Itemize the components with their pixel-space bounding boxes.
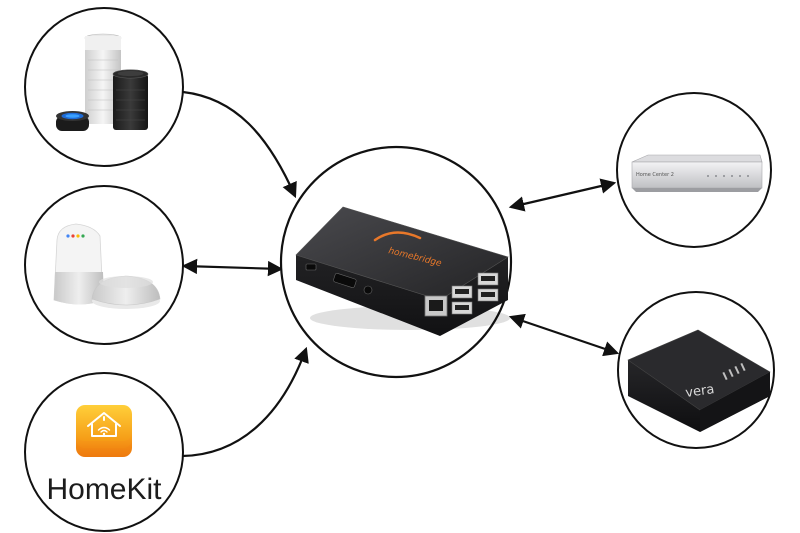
connectors	[181, 90, 620, 458]
homekit-logo	[76, 405, 132, 457]
node-amazon-echo	[24, 7, 184, 167]
google-home-mini	[91, 275, 161, 309]
vera-device-text: vera	[684, 382, 715, 401]
edge-homekit-to-hub	[181, 346, 309, 458]
fibaro-home-center-device: Home Center 2	[631, 154, 763, 192]
node-google-home	[24, 185, 184, 345]
node-vera-controller: vera	[617, 291, 775, 449]
hub-ports	[305, 263, 499, 317]
edge-fibaro-hub	[508, 178, 617, 212]
edge-google-home-hub	[181, 258, 284, 277]
hub-device: homebridge	[295, 206, 510, 336]
echo-dot	[56, 111, 89, 131]
node-fibaro-home-center: Home Center 2	[616, 92, 772, 248]
fibaro-device-text: Home Center 2	[636, 172, 674, 178]
vera-device: vera	[627, 329, 771, 432]
edge-amazon-echo-to-hub	[182, 90, 297, 199]
node-homekit: HomeKit	[24, 372, 184, 532]
node-circle	[24, 185, 184, 345]
google-home-speaker	[53, 223, 104, 305]
echo-white-speaker	[84, 33, 122, 124]
node-hub: homebridge	[279, 145, 513, 379]
edge-vera-hub	[508, 313, 620, 357]
echo-black-speaker	[112, 69, 149, 130]
homekit-label: HomeKit	[46, 473, 162, 506]
